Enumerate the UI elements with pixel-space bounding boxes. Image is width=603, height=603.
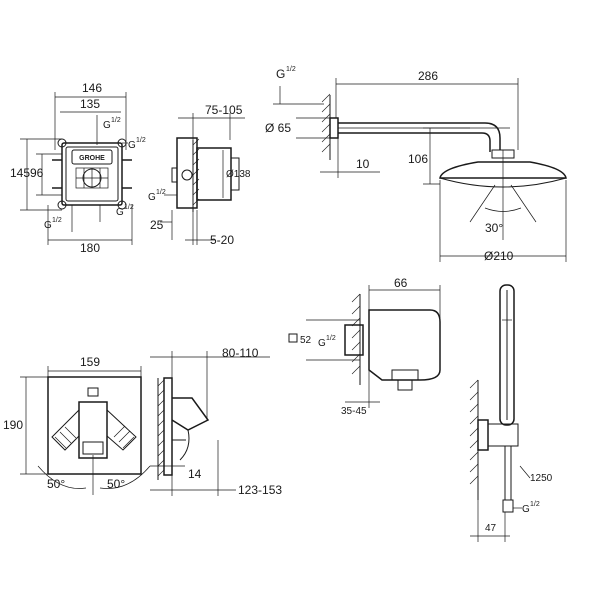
thread-top: G <box>103 120 111 131</box>
concealed-box-side-view: 75-105 G 1/2 Ø138 25 5-20 <box>148 103 251 247</box>
thread-bottom-right-frac: 1/2 <box>124 204 134 211</box>
dim-75-105: 75-105 <box>205 103 243 117</box>
dim-10: 10 <box>356 157 370 171</box>
dim-190: 190 <box>3 418 23 432</box>
dim-47: 47 <box>485 523 497 534</box>
dim-5-20: 5-20 <box>210 233 234 247</box>
dim-123-153: 123-153 <box>238 483 282 497</box>
trim-side-view: 80-110 14 123-153 <box>150 346 282 497</box>
thread-right: G <box>128 140 136 151</box>
dim-96: 96 <box>30 166 44 180</box>
dim-286: 286 <box>418 69 438 83</box>
shower-arm-head-view: G 1/2 286 Ø 65 10 106 <box>265 66 567 263</box>
hose-thread: G <box>522 504 530 515</box>
thread-bottom-left-frac: 1/2 <box>52 217 62 224</box>
dim-25: 25 <box>150 218 164 232</box>
dim-52: 52 <box>300 335 312 346</box>
thread-bottom-right: G <box>116 207 124 218</box>
hose-thread-frac: 1/2 <box>530 501 540 508</box>
dim-d210: Ø210 <box>484 249 514 263</box>
hand-shower-view: 1250 G 1/2 47 <box>469 284 553 542</box>
side-thread: G <box>148 192 156 203</box>
angle-left-50: 50° <box>47 477 65 491</box>
svg-text:G: G <box>103 120 111 131</box>
dim-135: 135 <box>80 97 100 111</box>
dim-35-45: 35-45 <box>341 406 367 417</box>
concealed-box-front-view: 146 135 G 1/2 GROHE G <box>10 81 146 255</box>
angle-30: 30° <box>485 221 503 235</box>
wall-outlet-view: 66 52 G 1/2 35-45 <box>288 276 441 417</box>
thread-right-frac: 1/2 <box>136 137 146 144</box>
logo-text: GROHE <box>79 155 105 162</box>
outlet-thread: G <box>318 338 326 349</box>
dim-1250: 1250 <box>530 473 553 484</box>
dim-d138: Ø138 <box>226 169 251 180</box>
angle-right-50: 50° <box>107 477 125 491</box>
arm-thread-frac: 1/2 <box>286 66 296 73</box>
trim-front-view: 159 190 50° 50° <box>3 355 151 495</box>
dim-159: 159 <box>80 355 100 369</box>
arm-thread: G <box>276 67 285 81</box>
dim-14: 14 <box>188 467 202 481</box>
dim-80-110: 80-110 <box>222 346 259 360</box>
dim-146: 146 <box>82 81 102 95</box>
dim-d65: Ø 65 <box>265 121 291 135</box>
dim-180: 180 <box>80 241 100 255</box>
side-thread-frac: 1/2 <box>156 189 166 196</box>
thread-top-frac: 1/2 <box>111 117 121 124</box>
outlet-thread-frac: 1/2 <box>326 335 336 342</box>
dim-145: 145 <box>10 166 30 180</box>
dim-106: 106 <box>408 152 428 166</box>
dim-66: 66 <box>394 276 408 290</box>
